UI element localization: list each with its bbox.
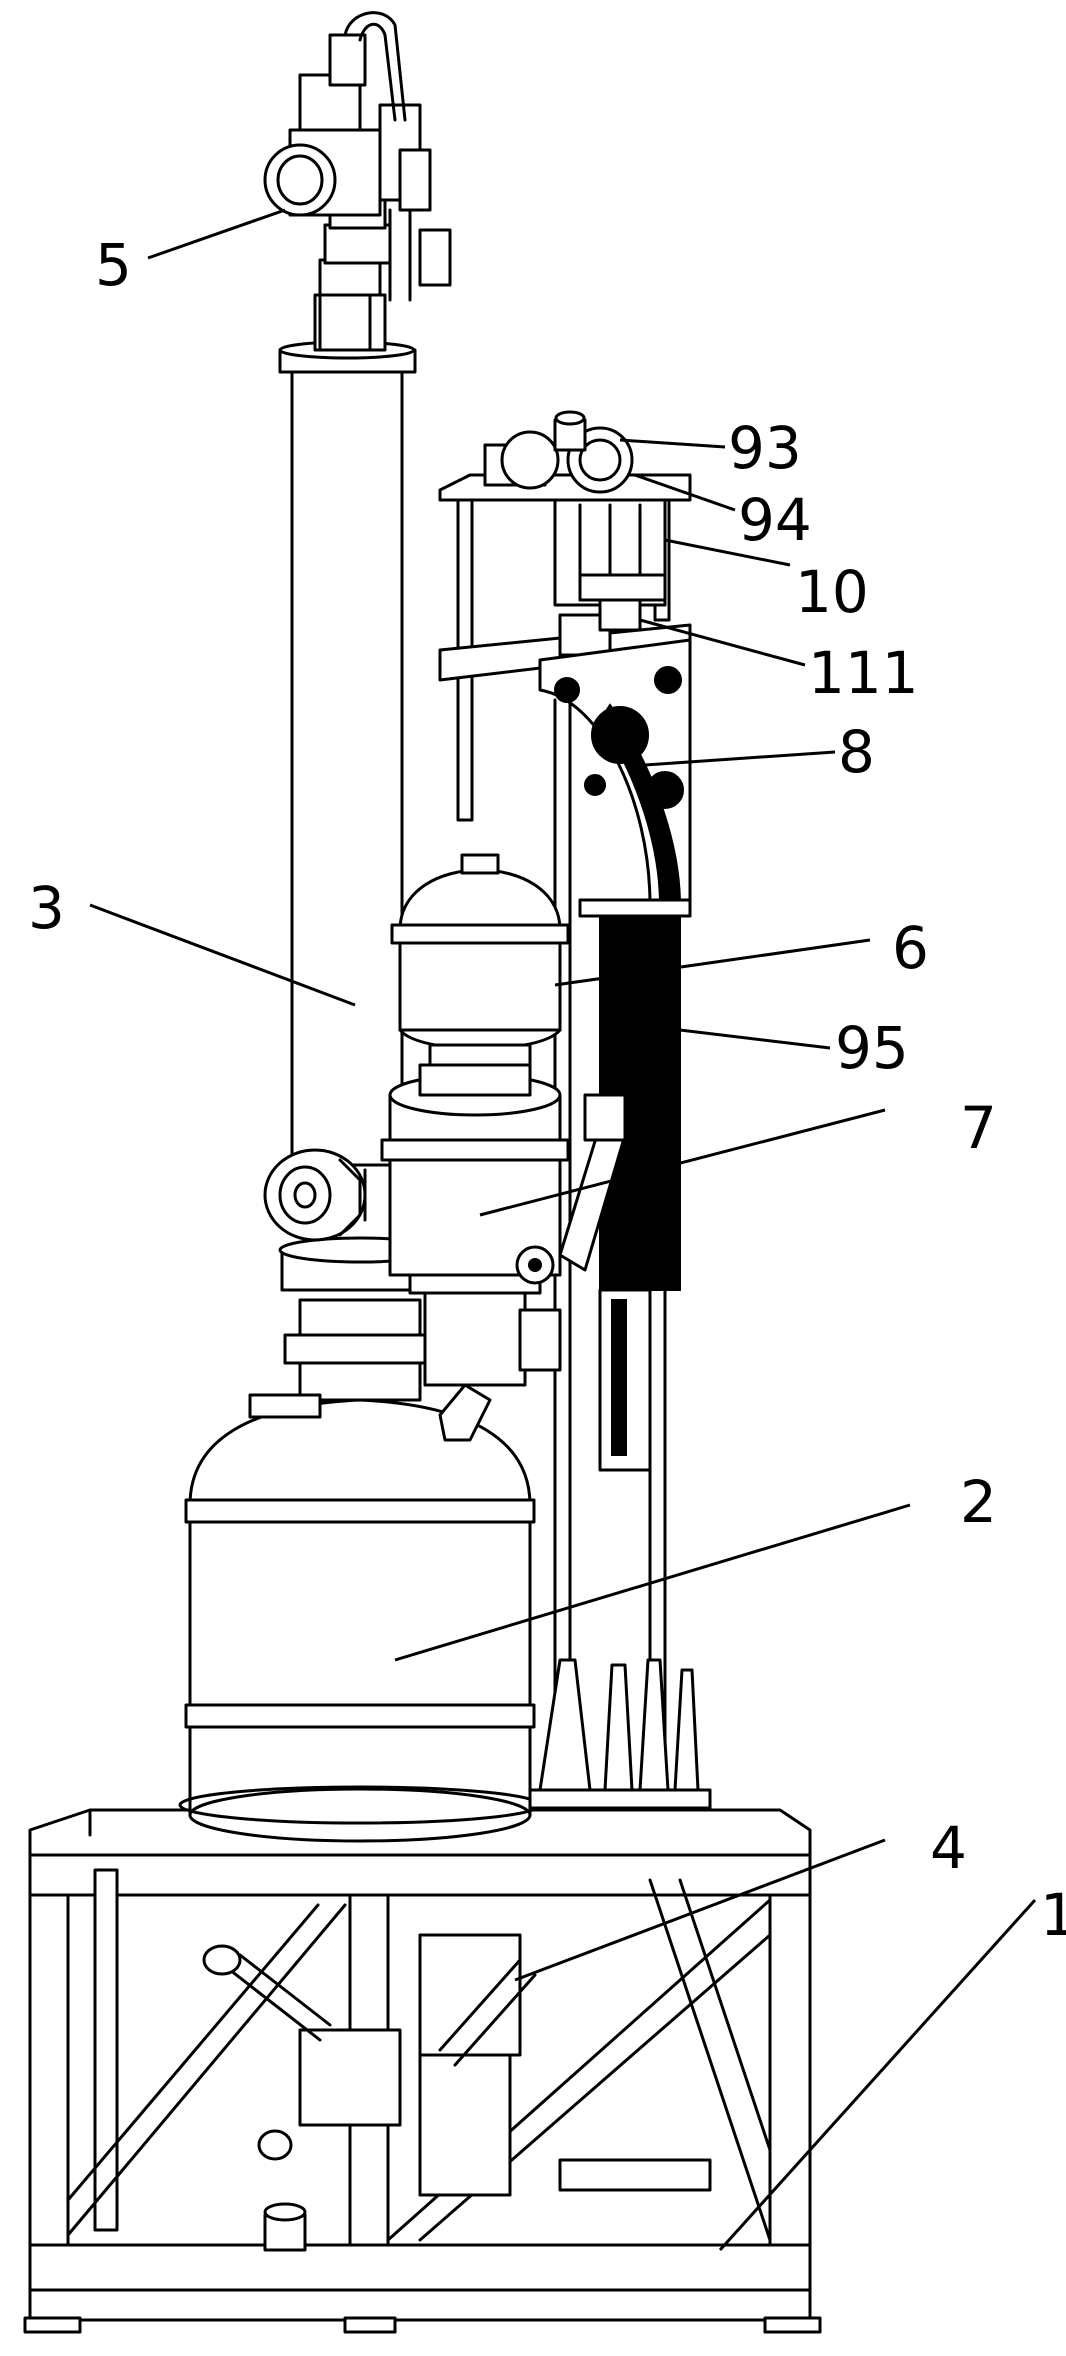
leader-95 xyxy=(680,1030,830,1048)
leader-5 xyxy=(148,210,285,258)
callout-8: 8 xyxy=(838,718,875,786)
callout-93: 93 xyxy=(728,414,802,482)
callout-2: 2 xyxy=(960,1468,997,1536)
callout-4: 4 xyxy=(930,1814,967,1882)
leader-93 xyxy=(620,440,725,447)
leader-1 xyxy=(720,1900,1035,2250)
callout-94: 94 xyxy=(738,486,812,554)
deck-support-fins xyxy=(530,1660,710,1808)
callout-95: 95 xyxy=(835,1014,909,1082)
callout-1: 1 xyxy=(1040,1881,1066,1949)
callout-6: 6 xyxy=(892,914,929,982)
callout-5: 5 xyxy=(95,231,132,299)
callout-7: 7 xyxy=(960,1094,997,1162)
callout-10: 10 xyxy=(795,558,869,626)
upper-vessel xyxy=(392,855,568,1075)
callout-3: 3 xyxy=(28,874,65,942)
callout-111: 111 xyxy=(808,639,919,707)
top-valve-assembly xyxy=(265,13,450,350)
